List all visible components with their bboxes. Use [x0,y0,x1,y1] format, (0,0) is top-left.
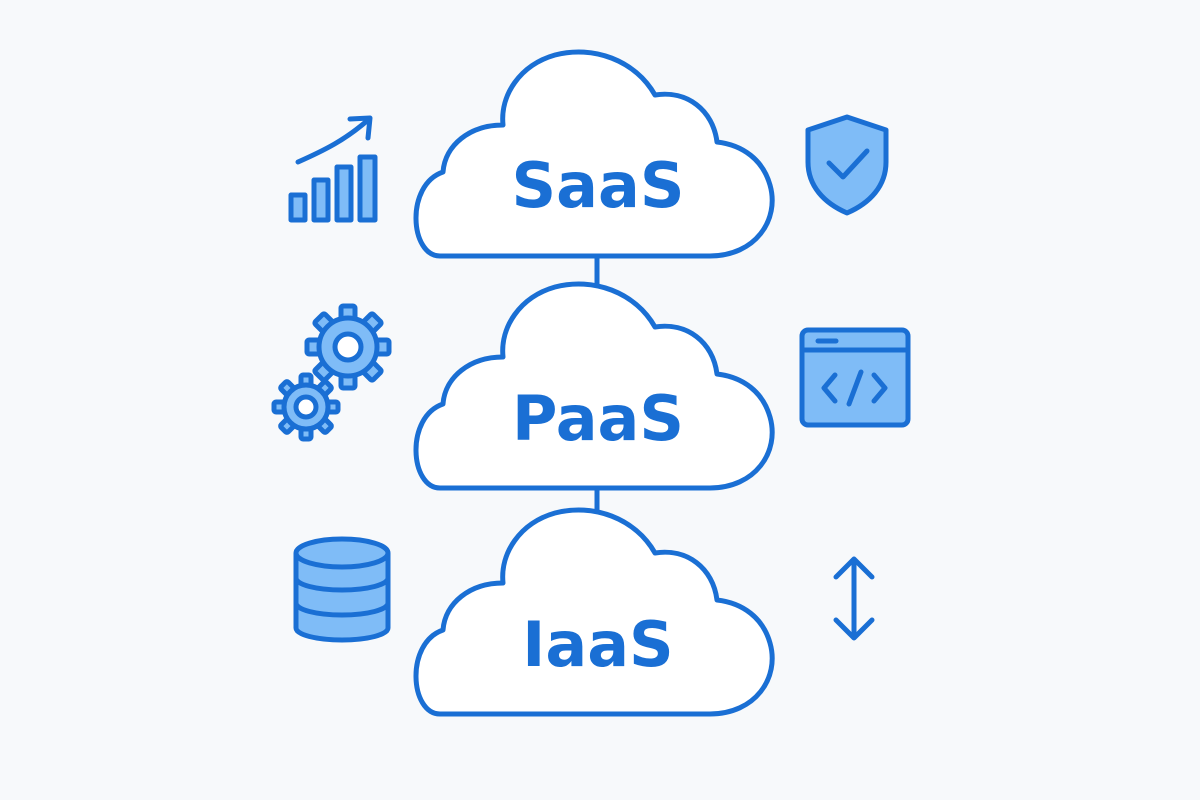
shield-check-icon [805,114,889,216]
paas-label: PaaS [512,382,684,455]
vertical-arrows-icon [833,556,875,641]
code-window-icon [799,327,911,428]
iaas-label: IaaS [522,608,673,681]
saas-label: SaaS [512,149,685,222]
gears-icon [271,303,392,442]
database-icon [293,536,391,643]
growth-chart-icon [288,115,378,223]
